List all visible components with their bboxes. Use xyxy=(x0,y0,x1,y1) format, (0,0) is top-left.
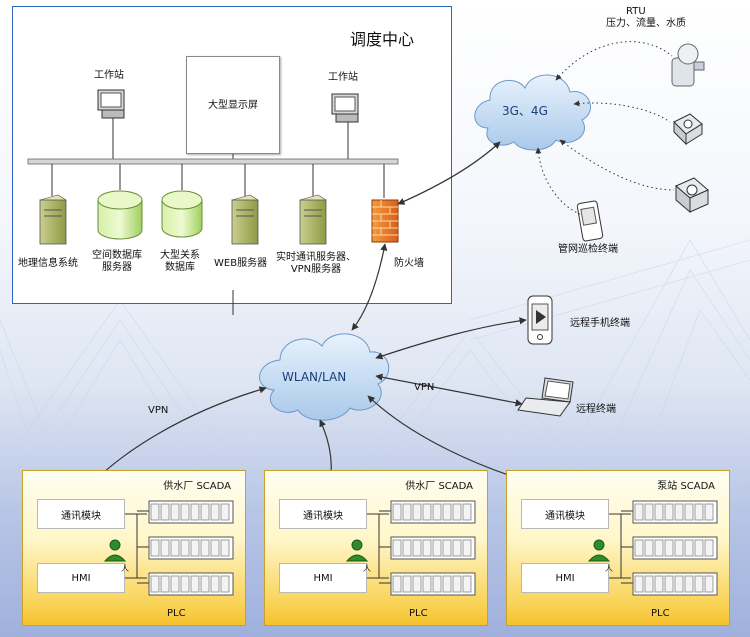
operator-label: 人 xyxy=(605,564,613,573)
remote-phone-label: 远程手机终端 xyxy=(570,318,630,329)
operator-icon xyxy=(587,539,611,562)
lan-cloud-label: WLAN/LAN xyxy=(282,370,347,384)
lan-network-cloud xyxy=(259,333,390,421)
server-icon-web xyxy=(231,194,259,245)
flow-meter-icon-2 xyxy=(675,177,709,214)
scada-drawing xyxy=(103,500,234,596)
hmi-box: HMI xyxy=(521,563,609,593)
lan-bus xyxy=(27,158,399,165)
display-screen xyxy=(186,56,280,154)
mobile-cloud-label: 3G、4G xyxy=(502,104,548,118)
server-icon-gis xyxy=(39,194,67,245)
operator-label: 人 xyxy=(121,564,129,573)
database-icon-spatial xyxy=(97,190,143,240)
vpn-label-right: VPN xyxy=(414,382,435,393)
patrol-terminal-label: 管网巡检终端 xyxy=(558,244,618,255)
laptop-icon xyxy=(517,377,574,417)
display-screen-label: 大型显示屏 xyxy=(208,100,258,111)
hmi-box: HMI xyxy=(37,563,125,593)
server-label-realtime: 实时通讯服务器、 VPN服务器 xyxy=(276,252,356,275)
remote-terminal-label: 远程终端 xyxy=(576,404,616,415)
comm-module: 通讯模块 xyxy=(521,499,609,529)
comm-module: 通讯模块 xyxy=(37,499,125,529)
scada-box-1: 供水厂 SCADA 通讯模块 HMI PLC 人 xyxy=(22,470,246,626)
plc-label: PLC xyxy=(409,608,428,619)
rtu-sensor-icon xyxy=(671,43,705,87)
plc-label: PLC xyxy=(651,608,670,619)
rtu-subtitle: 压力、流量、水质 xyxy=(606,18,686,29)
flow-meter-icon-1 xyxy=(673,113,703,146)
server-label-gis: 地理信息系统 xyxy=(18,258,78,269)
scada-title: 供水厂 SCADA xyxy=(405,481,473,492)
vpn-label-left: VPN xyxy=(148,405,169,416)
rtu-title: RTU xyxy=(626,6,646,17)
workstation-left-icon xyxy=(97,89,125,160)
firewall-label: 防火墙 xyxy=(394,258,424,269)
operator-icon xyxy=(345,539,369,562)
remote-phone-icon xyxy=(527,295,553,345)
mobile-network-cloud xyxy=(474,74,592,151)
workstation-right-icon xyxy=(331,93,359,160)
server-icon-realtime xyxy=(299,194,327,245)
hmi-box: HMI xyxy=(279,563,367,593)
plc-label: PLC xyxy=(167,608,186,619)
server-label-relational-db: 大型关系 数据库 xyxy=(160,250,200,273)
scada-title: 供水厂 SCADA xyxy=(163,481,231,492)
workstation-left-label: 工作站 xyxy=(94,70,124,81)
scada-box-3: 泵站 SCADA 通讯模块 HMI PLC 人 xyxy=(506,470,730,626)
scada-box-2: 供水厂 SCADA 通讯模块 HMI PLC 人 xyxy=(264,470,488,626)
dispatch-center-title: 调度中心 xyxy=(350,30,415,49)
scada-title: 泵站 SCADA xyxy=(657,481,715,492)
scada-drawing xyxy=(587,500,718,596)
patrol-terminal-icon xyxy=(576,200,604,242)
server-label-web: WEB服务器 xyxy=(214,258,268,269)
operator-label: 人 xyxy=(363,564,371,573)
firewall-icon xyxy=(371,199,399,243)
operator-icon xyxy=(103,539,127,562)
database-icon-relational xyxy=(161,190,203,238)
server-label-spatial-db: 空间数据库 服务器 xyxy=(92,250,142,273)
comm-module: 通讯模块 xyxy=(279,499,367,529)
scada-drawing xyxy=(345,500,476,596)
workstation-right-label: 工作站 xyxy=(328,72,358,83)
